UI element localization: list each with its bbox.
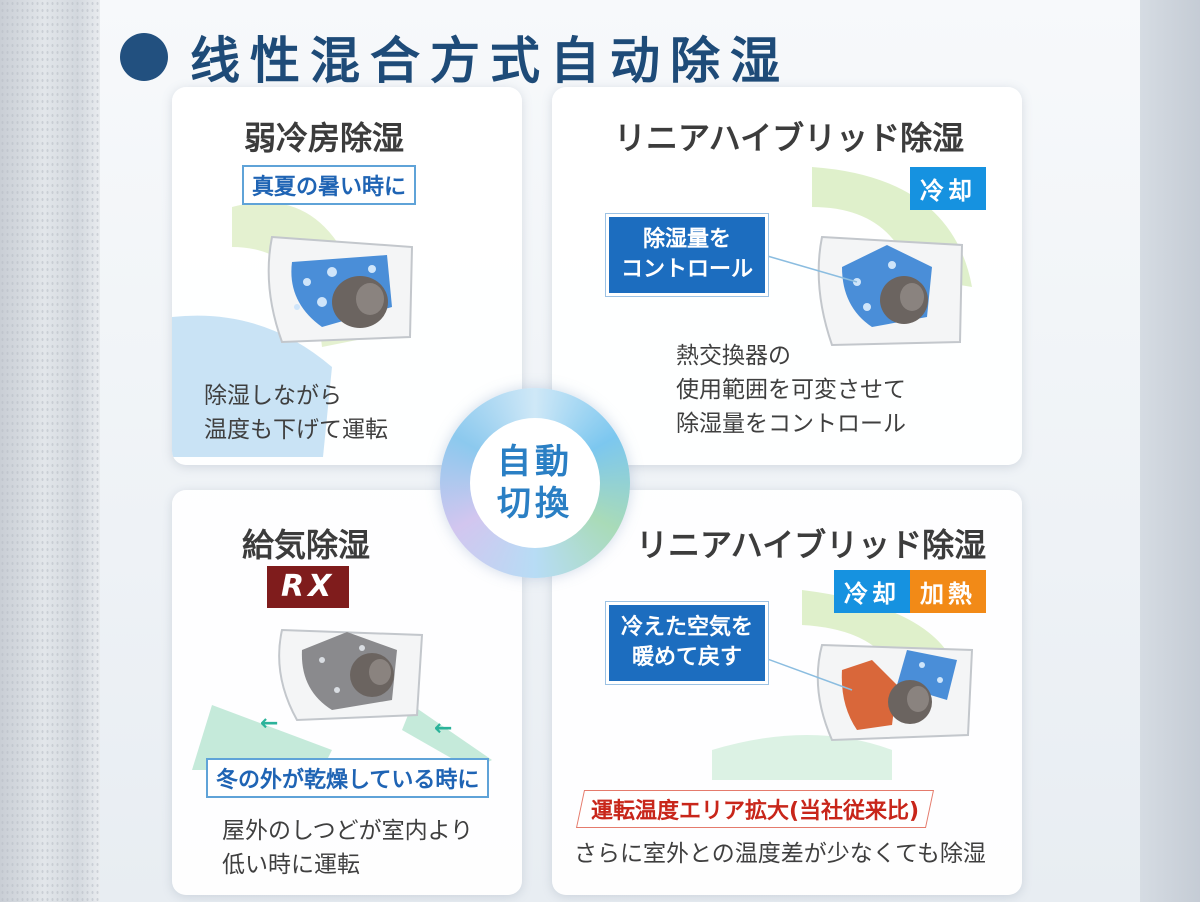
rx-badge: RX bbox=[267, 566, 350, 608]
cooling-mode-tag: 冷却 bbox=[910, 167, 986, 210]
card-weak-cooling-dehumidify: 弱冷房除湿 真夏の暑い時に 除湿しながら 温度も下げて運転 bbox=[172, 87, 522, 465]
description-line: さらに室外との温度差が少なくても除湿 bbox=[574, 841, 986, 867]
description-line: 低い時に運転 bbox=[222, 852, 360, 878]
description-line: 使用範囲を可変させて bbox=[676, 377, 906, 403]
description-line: 除湿量をコントロール bbox=[676, 411, 906, 437]
season-tag: 真夏の暑い時に bbox=[242, 165, 417, 205]
description-line: 屋外のしつどが室内より bbox=[222, 818, 474, 844]
card-title: 給気除湿 bbox=[242, 526, 371, 564]
description-line: 温度も下げて運転 bbox=[204, 417, 388, 443]
aircon-cooling-illustration bbox=[172, 202, 414, 457]
callout-line: 暖めて戻す bbox=[632, 645, 743, 670]
page-header: 线性混合方式自动除湿 bbox=[120, 22, 790, 92]
auto-switch-line: 自動 bbox=[497, 442, 573, 482]
auto-switch-line: 切換 bbox=[497, 484, 573, 524]
card-title: 弱冷房除湿 bbox=[244, 119, 405, 157]
card-linear-hybrid-cooling: リニアハイブリッド除湿 冷却 除湿量を コントロール 熱交換器の 使用範囲を可変… bbox=[552, 87, 1022, 465]
reheat-callout: 冷えた空気を 暖めて戻す bbox=[606, 602, 769, 684]
card-title: リニアハイブリッド除湿 bbox=[636, 526, 987, 564]
aircon-reheat-illustration bbox=[701, 590, 974, 780]
svg-text:←: ← bbox=[434, 716, 452, 741]
title-bullet-icon bbox=[120, 33, 168, 81]
callout-line: 冷えた空気を bbox=[621, 615, 754, 640]
aircon-heat-exchanger-illustration bbox=[701, 167, 972, 347]
description-line: 除湿しながら bbox=[204, 383, 342, 409]
aircon-supply-air-illustration: ← ← bbox=[192, 628, 492, 770]
operating-range-label: 運転温度エリア拡大(当社従来比) bbox=[575, 790, 935, 828]
description-line: 熱交換器の bbox=[676, 343, 791, 369]
control-callout: 除湿量を コントロール bbox=[606, 214, 769, 296]
operating-range-text: 運転温度エリア拡大(当社従来比) bbox=[591, 799, 920, 824]
heating-mode-tag: 加熱 bbox=[910, 570, 986, 613]
card-linear-hybrid-reheat: リニアハイブリッド除湿 冷却 加熱 冷えた空気を 暖めて戻す 運転温度エリア拡大… bbox=[552, 490, 1022, 895]
card-supply-air-dehumidify: ← ← 給気除湿 RX 冬の外が乾燥している時に 屋外のしつどが室内より 低い時… bbox=[172, 490, 522, 895]
season-tag: 冬の外が乾燥している時に bbox=[206, 758, 490, 798]
callout-line: コントロール bbox=[621, 257, 754, 282]
background-left-panel bbox=[0, 0, 110, 902]
auto-switch-label: 自動 切換 bbox=[470, 418, 600, 548]
callout-line: 除湿量を bbox=[643, 227, 732, 252]
svg-text:←: ← bbox=[260, 711, 278, 736]
card-title: リニアハイブリッド除湿 bbox=[614, 119, 965, 157]
auto-switch-ring: 自動 切換 bbox=[440, 388, 630, 578]
page-title: 线性混合方式自动除湿 bbox=[190, 32, 790, 90]
cooling-mode-tag: 冷却 bbox=[834, 570, 910, 613]
